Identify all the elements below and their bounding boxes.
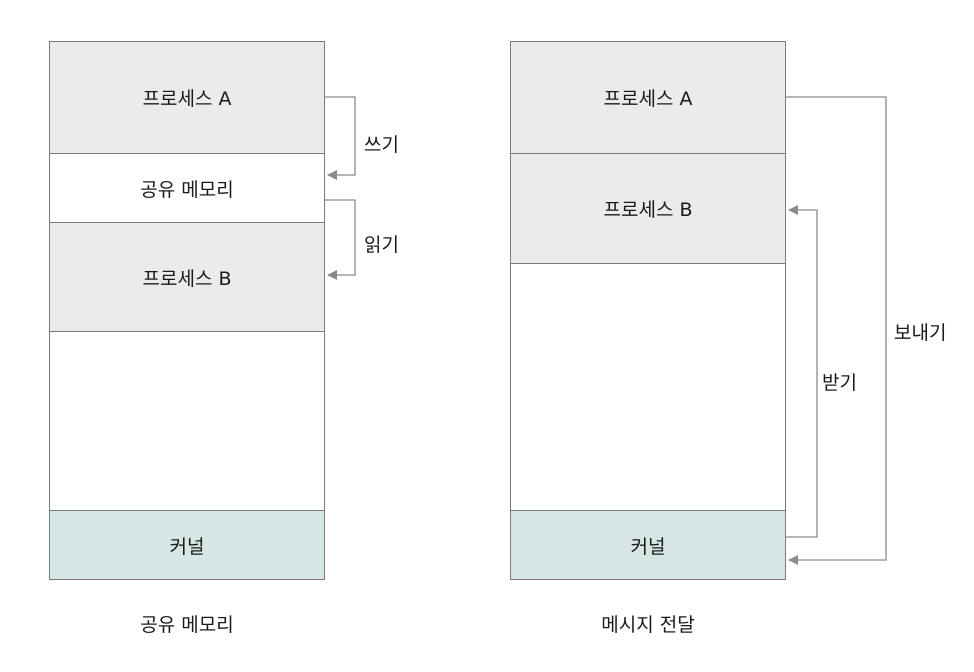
right-process-b-label: 프로세스 B [603,199,693,221]
left-process-b-label: 프로세스 B [142,267,232,290]
right-kernel-block: 커널 [510,510,786,580]
right-empty-block [510,263,786,511]
left-shared-memory-block: 공유 메모리 [49,153,325,223]
send-arrow [786,96,887,565]
send-arrow-label: 보내기 [894,322,947,344]
left-process-b-block: 프로세스 B [49,222,325,332]
read-arrow-label: 읽기 [364,234,399,256]
write-arrow-label: 쓰기 [364,134,399,156]
write-arrow [325,96,356,180]
left-process-a-label: 프로세스 A [142,88,232,110]
left-kernel-label: 커널 [169,535,205,558]
right-process-a-block: 프로세스 A [510,41,786,154]
right-diagram-caption: 메시지 전달 [601,614,695,636]
left-kernel-block: 커널 [49,510,325,580]
right-kernel-label: 커널 [630,535,666,558]
left-shared-memory-label: 공유 메모리 [140,178,234,201]
read-arrow [325,199,356,280]
receive-arrow [786,205,818,538]
left-diagram-caption: 공유 메모리 [140,614,234,636]
right-process-b-block: 프로세스 B [510,153,786,264]
receive-arrow-label: 받기 [822,372,857,394]
right-process-a-label: 프로세스 A [603,88,693,110]
left-process-a-block: 프로세스 A [49,41,325,154]
